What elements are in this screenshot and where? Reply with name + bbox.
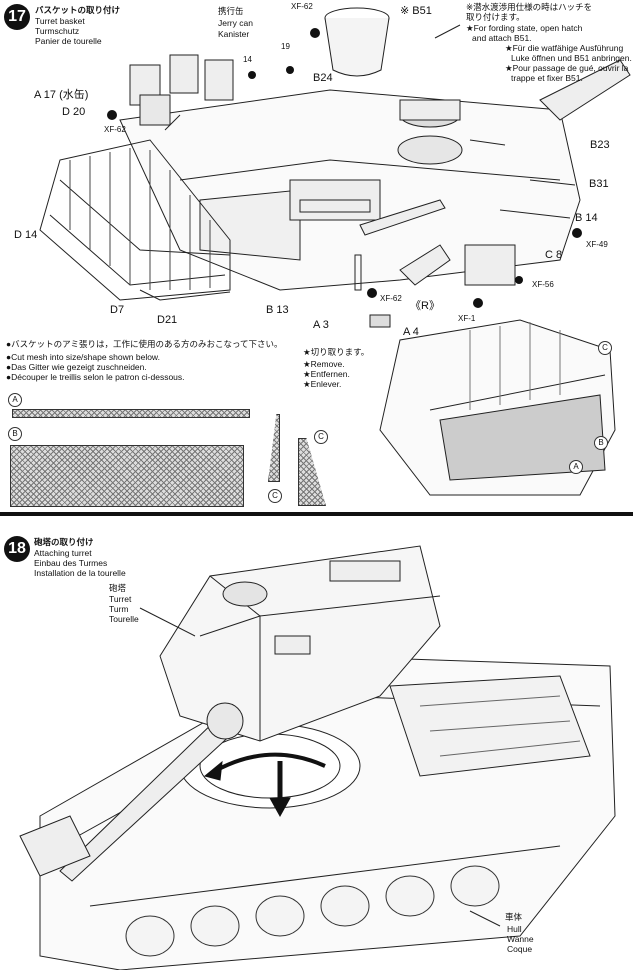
part-label-a17: A 17 (水缶) (34, 89, 89, 101)
hull-label-de: Wanne (507, 934, 534, 944)
part-label-19: 19 (281, 42, 290, 51)
mesh-note-jp: ●バスケットのアミ張りは，工作に使用のある方のみおこなって下さい。 (6, 339, 283, 349)
fording-note-de-2: Luke öffnen und B51 anbringen. (511, 53, 632, 63)
fording-note-en-1: ★For fording state, open hatch (466, 23, 583, 33)
step-17-section: 17 バスケットの取り付け Turret basket Turmschutz P… (4, 2, 632, 507)
step-18-section: 18 砲塔の取り付け Attaching turret Einbau des T… (0, 516, 633, 970)
mesh-strip-a (12, 409, 250, 418)
fording-note-de-1: ★Für die watfähige Ausführung (505, 43, 624, 53)
part-label-c8: C 8 (545, 249, 563, 261)
mesh-panel-b (10, 445, 244, 507)
turret-label-de: Turm (109, 604, 129, 614)
step-number-17: 17 (4, 4, 30, 30)
part-label-a4: A 4 (403, 326, 419, 338)
remove-note-de: ★Entfernen. (303, 369, 350, 379)
remove-note-jp: ★切り取ります。 (303, 347, 370, 357)
turret-basket-illustration (39, 7, 631, 496)
part-label-xf56: XF-56 (532, 280, 554, 289)
part-label-b24: B24 (313, 72, 333, 84)
mesh-marker-a: A (8, 393, 22, 407)
part-label-b51: ※ B51 (400, 5, 432, 17)
inset-marker-a: A (569, 460, 583, 474)
part-label-xf62-bottom: XF-62 (380, 294, 402, 303)
step18-title-en: Attaching turret (34, 548, 92, 558)
fording-note-jp-1: ※潜水渡渉用仕様の時はハッチを (466, 2, 593, 12)
part-label-d20: D 20 (62, 106, 86, 118)
step17-title-de: Turmschutz (35, 26, 80, 36)
step17-title-fr: Panier de tourelle (35, 36, 102, 46)
mesh-marker-c-right: C (314, 430, 328, 444)
section-divider (0, 512, 633, 516)
turret-label-jp: 砲塔 (109, 583, 127, 593)
part-label-a3: A 3 (313, 319, 329, 331)
turret-label-en: Turret (109, 594, 132, 604)
part-label-xf49: XF-49 (586, 240, 608, 249)
fording-note-jp-2: 取り付けます。 (466, 12, 525, 22)
step18-title-fr: Installation de la tourelle (34, 568, 126, 578)
hull-label-en: Hull (507, 924, 522, 934)
part-label-xf62-top: XF-62 (291, 2, 313, 11)
jerrycan-label-de: Kanister (218, 29, 250, 39)
mesh-note-de: ●Das Gitter wie gezeigt zuschneiden. (6, 362, 147, 372)
part-label-xf1: XF-1 (458, 314, 476, 323)
mesh-note-en: ●Cut mesh into size/shape shown below. (6, 352, 160, 362)
part-label-d21: D21 (157, 314, 178, 326)
part-label-b31: B31 (589, 178, 609, 190)
inset-marker-b: B (594, 436, 608, 450)
part-label-d14: D 14 (14, 229, 38, 241)
remove-note-fr: ★Enlever. (303, 379, 342, 389)
part-label-d7: D7 (110, 304, 125, 316)
part-label-b14: B 14 (575, 212, 598, 224)
part-label-b23: B23 (590, 139, 610, 151)
part-label-r: 《R》 (410, 300, 440, 312)
fording-note-en-2: and attach B51. (472, 33, 532, 43)
fording-note-fr-2: trappe et fixer B51. (511, 73, 583, 83)
step17-title-en: Turret basket (35, 16, 85, 26)
step18-title-jp: 砲塔の取り付け (34, 537, 94, 547)
fording-note-fr-1: ★Pour passage de gué, ouvrir la (505, 63, 629, 73)
hull-label-jp: 車体 (505, 912, 523, 922)
step-number-18: 18 (4, 536, 30, 562)
mesh-marker-b: B (8, 427, 22, 441)
mesh-note-fr: ●Découper le treillis selon le patron ci… (6, 372, 185, 382)
jerrycan-label-en: Jerry can (218, 18, 253, 28)
jerrycan-label-jp: 携行缶 (218, 6, 244, 16)
turret-label-fr: Tourelle (109, 614, 139, 624)
part-label-14: 14 (243, 55, 252, 64)
mesh-marker-c-left: C (268, 489, 282, 503)
step17-title-jp: バスケットの取り付け (35, 5, 121, 15)
step18-title-de: Einbau des Turmes (34, 558, 108, 568)
part-label-xf62-left: XF-62 (104, 125, 126, 134)
inset-marker-c: C (598, 341, 612, 355)
turret-hull-illustration (19, 545, 616, 970)
part-label-b13: B 13 (266, 304, 289, 316)
hull-label-fr: Coque (507, 944, 533, 954)
remove-note-en: ★Remove. (303, 359, 345, 369)
